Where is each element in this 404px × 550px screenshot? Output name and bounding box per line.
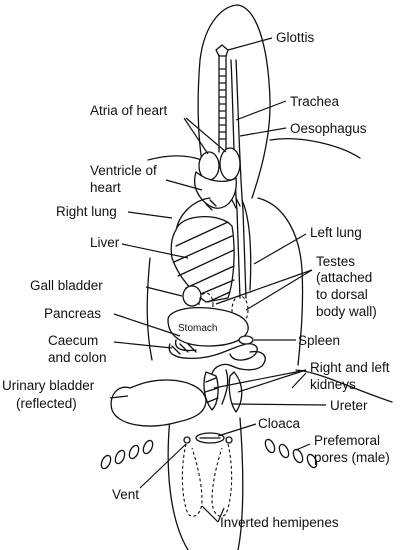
label-atria: Atria of heart	[90, 103, 168, 118]
label-kidneys-1: Right and left	[310, 360, 390, 375]
hemipenes	[181, 443, 233, 517]
label-ureter: Ureter	[330, 398, 368, 413]
label-ventricle-2: heart	[90, 180, 121, 195]
label-spleen: Spleen	[298, 333, 340, 348]
label-cloaca: Cloaca	[258, 416, 301, 431]
label-testes-4: body wall)	[316, 304, 377, 319]
label-gall-bladder: Gall bladder	[30, 278, 103, 293]
label-testes-3: to dorsal	[316, 287, 368, 302]
label-caecum-1: Caecum	[48, 333, 98, 348]
label-urinary-1: Urinary bladder	[2, 378, 95, 393]
label-glottis: Glottis	[276, 30, 315, 45]
label-testes-1: Testes	[316, 254, 355, 269]
trachea-oesophagus	[215, 44, 247, 299]
labels: Glottis Trachea Atria of heart Oesophagu…	[2, 30, 390, 530]
spleen	[238, 335, 254, 345]
label-prefemoral-2: pores (male)	[314, 450, 390, 465]
stomach: Stomach	[167, 306, 249, 347]
label-hemipenes: Inverted hemipenes	[220, 515, 339, 530]
heart	[194, 147, 241, 209]
label-testes-2: (attached	[316, 270, 372, 285]
gall-bladder	[182, 285, 202, 307]
label-urinary-2: (reflected)	[16, 396, 77, 411]
label-ventricle-1: Ventricle of	[90, 163, 157, 178]
label-pancreas: Pancreas	[44, 306, 101, 321]
leader-lines	[109, 37, 327, 523]
stomach-label: Stomach	[178, 323, 217, 334]
prefemoral-pores	[100, 438, 318, 470]
label-right-lung: Right lung	[56, 204, 117, 219]
kidneys	[203, 371, 243, 413]
label-left-lung: Left lung	[310, 225, 362, 240]
label-prefemoral-1: Prefemoral	[314, 433, 380, 448]
urinary-bladder	[110, 379, 207, 427]
label-liver: Liver	[90, 235, 120, 250]
liver	[170, 215, 235, 303]
cloaca	[183, 432, 233, 444]
label-oesophagus: Oesophagus	[290, 121, 367, 136]
label-trachea: Trachea	[290, 94, 340, 109]
label-vent: Vent	[112, 487, 139, 502]
label-kidneys-2: kidneys	[310, 377, 356, 392]
label-caecum-2: and colon	[48, 350, 107, 365]
